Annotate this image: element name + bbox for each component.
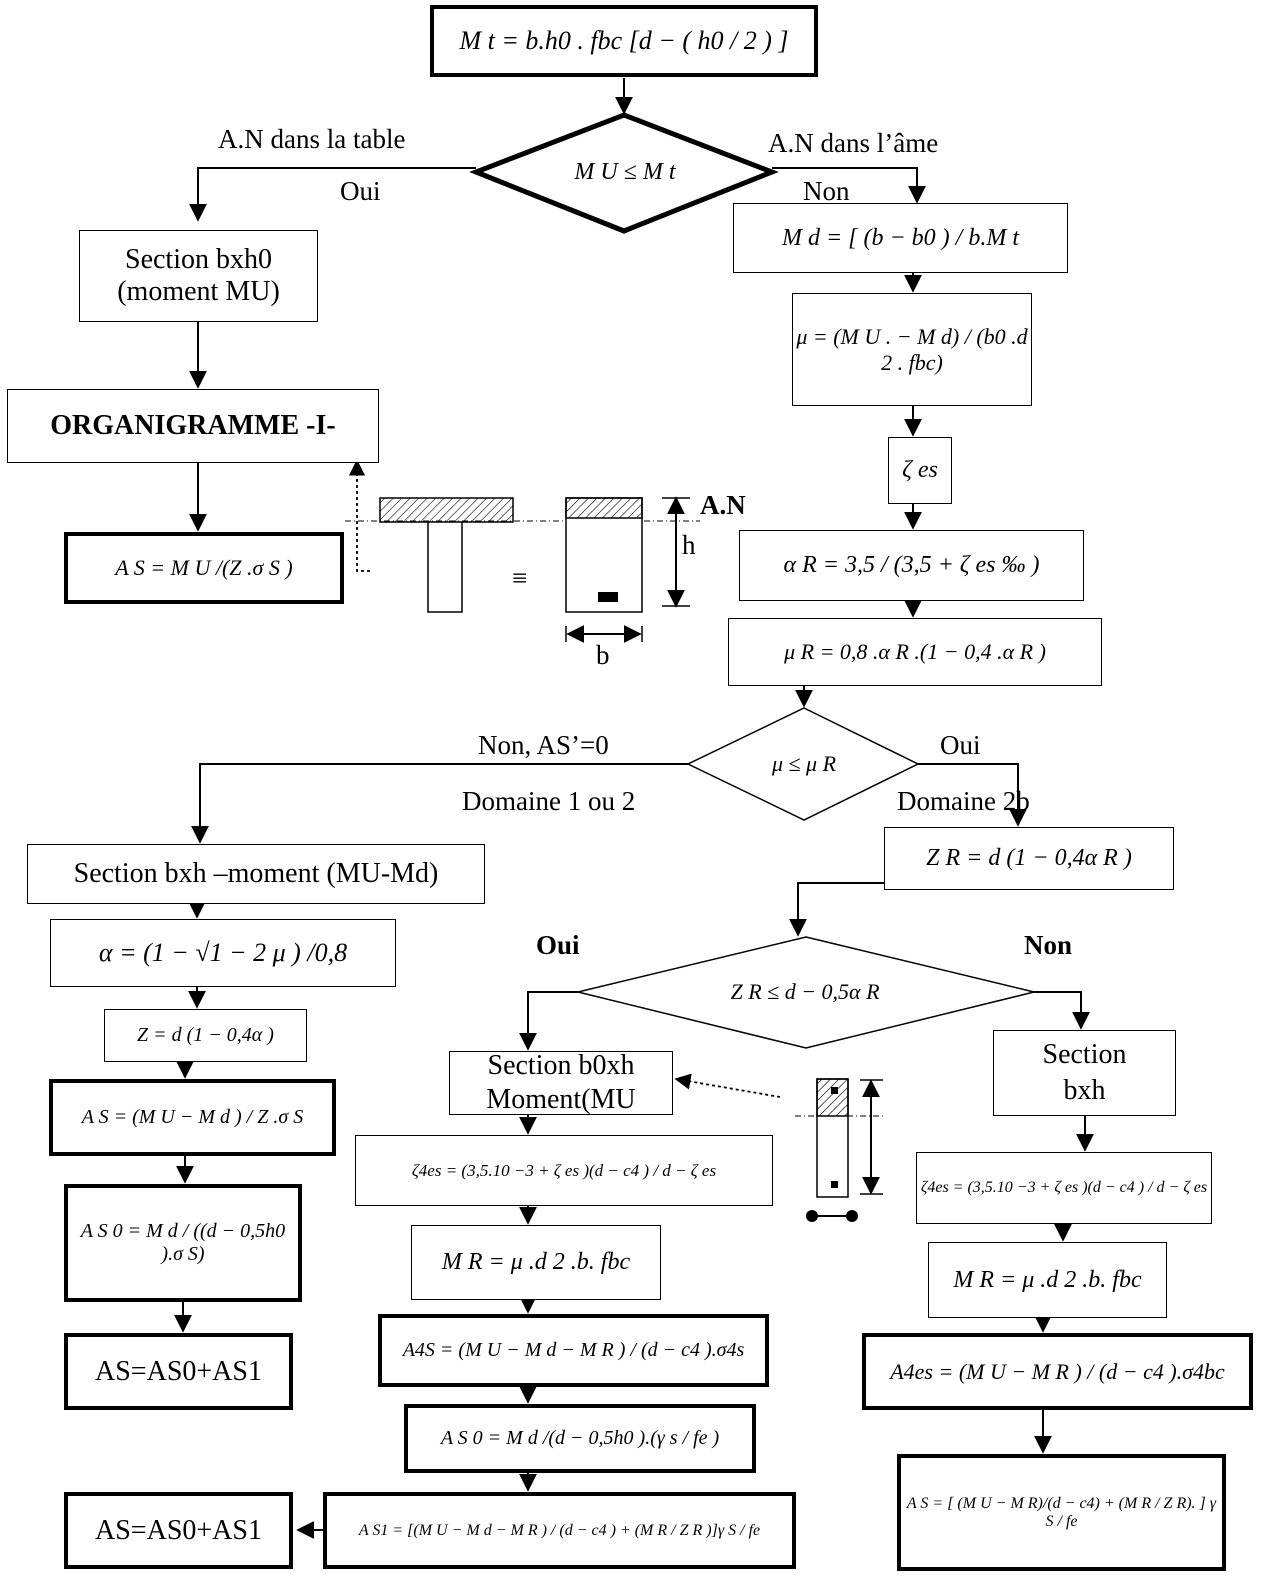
section-left-label: Section bxh –moment (MU-Md) (73, 858, 439, 889)
section-mid-line2: Moment(MU (486, 1084, 636, 1115)
box-section-table: Section bxh0 (moment MU) (79, 230, 318, 322)
dotted-pointer-organigramme (348, 459, 370, 572)
box-mt-formula: M t = b.h0 . fbc [d − ( h0 / 2 ) ] (430, 5, 818, 77)
label-oui-1: Oui (340, 176, 381, 206)
box-zeta4-right: ζ4es = (3,5.10 −3 + ζ es )(d − c4 ) / d … (916, 1152, 1212, 1224)
formula-mr-right: M R = μ .d 2 .b. fbc (953, 1266, 1142, 1293)
formula-as1-mid: A S1 = [(M U − M d − M R ) / (d − c4 ) +… (358, 1521, 761, 1539)
box-as-right: A S = [ (M U − M R)/(d − c4) + (M R / Z … (897, 1454, 1226, 1571)
as-sum-2-text: AS=AS0+AS1 (95, 1514, 262, 1546)
box-mu-r: μ R = 0,8 .α R .(1 − 0,4 .α R ) (728, 618, 1102, 686)
formula-cond1: M U ≤ M t (574, 158, 676, 185)
formula-md: M d = [ (b − b0 ) / b.M t (781, 224, 1020, 251)
label-non-1: Non (803, 176, 850, 206)
formula-zr: Z R = d (1 − 0,4α R ) (926, 845, 1132, 871)
formula-cond3: Z R ≤ d − 0,5α R (730, 979, 880, 1004)
label-domaine-2b: Domaine 2b (897, 786, 1030, 816)
formula-alpha: α = (1 − √1 − 2 μ ) /0,8 (98, 938, 348, 967)
formula-mu: μ = (M U . − M d) / (b0 .d 2 . fbc) (796, 323, 1028, 375)
box-as-sum-1: AS=AS0+AS1 (64, 1333, 293, 1410)
section-table-line1: Section bxh0 (125, 244, 272, 275)
formula-mr-mid: M R = μ .d 2 .b. fbc (441, 1249, 631, 1275)
label-equiv: ≡ (512, 563, 528, 593)
decision-diamond-zr (577, 936, 1035, 1049)
label-an-table: A.N dans la table (218, 124, 406, 154)
formula-mu-r: μ R = 0,8 .α R .(1 − 0,4 .α R ) (784, 639, 1046, 664)
formula-aes4-right: A4es = (M U − M R ) / (d − c4 ).σ4bc (890, 1358, 1225, 1384)
box-zr: Z R = d (1 − 0,4α R ) (884, 827, 1174, 890)
formula-as0-left: A S 0 = M d / ((d − 0,5h0 ).σ S) (80, 1220, 286, 1265)
formula-as-table: A S = M U /(Z .σ S ) (115, 555, 293, 580)
label-oui-2: Oui (940, 730, 981, 760)
dotted-pointer-section-b0xh (674, 1073, 781, 1098)
box-as4-mid: A4S = (M U − M d − M R ) / (d − c4 ).σ4s (378, 1314, 769, 1387)
box-md-formula: M d = [ (b − b0 ) / b.M t (733, 203, 1068, 273)
box-aes4-right: A4es = (M U − M R ) / (d − c4 ).σ4bc (862, 1333, 1253, 1410)
label-b: b (596, 640, 610, 670)
formula-z: Z = d (1 − 0,4α ) (137, 1024, 274, 1046)
label-oui-3: Oui (536, 930, 580, 960)
decision-diamond-mu-mt (469, 112, 779, 234)
as-sum-1-text: AS=AS0+AS1 (95, 1355, 262, 1387)
formula-cond2: μ ≤ μ R (771, 751, 837, 776)
box-mr-mid: M R = μ .d 2 .b. fbc (411, 1225, 661, 1300)
formula-as-right: A S = [ (M U − M R)/(d − c4) + (M R / Z … (906, 1494, 1217, 1530)
label-an-ame: A.N dans l’âme (768, 128, 939, 158)
formula-as0-mid: A S 0 = M d /(d − 0,5h0 ).(γ s / fe ) (440, 1427, 720, 1449)
box-section-b0xh: Section b0xh Moment(MU (449, 1050, 673, 1115)
label-an: A.N (700, 490, 746, 520)
condition-mu-le-mur: μ ≤ μ R (744, 746, 864, 782)
small-section-sketch (795, 1078, 885, 1222)
box-zeta4-mid: ζ4es = (3,5.10 −3 + ζ es )(d − c4 ) / d … (355, 1135, 773, 1206)
section-table-line2: (moment MU) (117, 276, 280, 307)
box-zeta-es: ζ es (888, 437, 952, 504)
box-section-bxh: Section bxh (993, 1030, 1176, 1116)
box-alpha: α = (1 − √1 − 2 μ ) /0,8 (50, 919, 396, 987)
organigramme-title: ORGANIGRAMME -I- (50, 410, 336, 441)
formula-alpha-r: α R = 3,5 / (3,5 + ζ es ‰ ) (783, 552, 1040, 578)
section-right-line1: Section (1042, 1039, 1127, 1070)
label-domaine-12: Domaine 1 ou 2 (462, 786, 636, 816)
box-as0-mid: A S 0 = M d /(d − 0,5h0 ).(γ s / fe ) (404, 1404, 756, 1473)
t-section-sketch (379, 497, 514, 613)
condition-zr: Z R ≤ d − 0,5α R (680, 972, 930, 1012)
condition-mu-le-mt: M U ≤ M t (540, 152, 710, 192)
decision-diamond-mu-mur (686, 707, 920, 821)
label-non-as: Non, AS’=0 (478, 730, 609, 760)
formula-mt: M t = b.h0 . fbc [d − ( h0 / 2 ) ] (459, 26, 789, 55)
section-right-line2: bxh (1063, 1075, 1106, 1106)
label-non-3: Non (1024, 930, 1073, 960)
formula-as-left: A S = (M U − M d ) / Z .σ S (81, 1106, 304, 1128)
label-h: h (682, 530, 696, 560)
box-alpha-r: α R = 3,5 / (3,5 + ζ es ‰ ) (739, 530, 1084, 601)
connectors (174, 78, 1094, 1539)
section-mid-line1: Section b0xh (487, 1050, 635, 1081)
rect-section-sketch (565, 496, 690, 643)
box-as0-left: A S 0 = M d / ((d − 0,5h0 ).σ S) (64, 1184, 302, 1302)
box-z: Z = d (1 − 0,4α ) (104, 1009, 307, 1062)
box-as-sum-2: AS=AS0+AS1 (64, 1492, 293, 1569)
formula-zeta4-mid: ζ4es = (3,5.10 −3 + ζ es )(d − c4 ) / d … (411, 1160, 717, 1180)
box-as-table: A S = M U /(Z .σ S ) (64, 532, 344, 604)
formula-zeta-es: ζ es (902, 457, 938, 483)
box-organigramme: ORGANIGRAMME -I- (7, 389, 379, 463)
formula-as4-mid: A4S = (M U − M d − M R ) / (d − c4 ).σ4s (402, 1339, 745, 1361)
box-as-left: A S = (M U − M d ) / Z .σ S (49, 1079, 336, 1156)
box-section-left: Section bxh –moment (MU-Md) (27, 844, 485, 904)
box-mr-right: M R = μ .d 2 .b. fbc (928, 1242, 1167, 1318)
formula-zeta4-right: ζ4es = (3,5.10 −3 + ζ es )(d − c4 ) / d … (920, 1179, 1208, 1196)
box-mu-formula: μ = (M U . − M d) / (b0 .d 2 . fbc) (792, 293, 1032, 406)
box-as1-mid: A S1 = [(M U − M d − M R ) / (d − c4 ) +… (323, 1492, 796, 1569)
